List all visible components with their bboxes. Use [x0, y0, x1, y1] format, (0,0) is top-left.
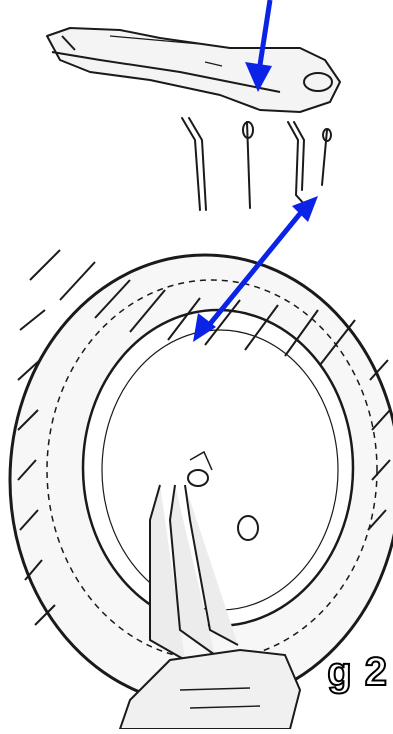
hardware-pins [182, 118, 331, 210]
mounting-bracket [47, 28, 340, 112]
figure-label: g 2 [327, 652, 388, 692]
